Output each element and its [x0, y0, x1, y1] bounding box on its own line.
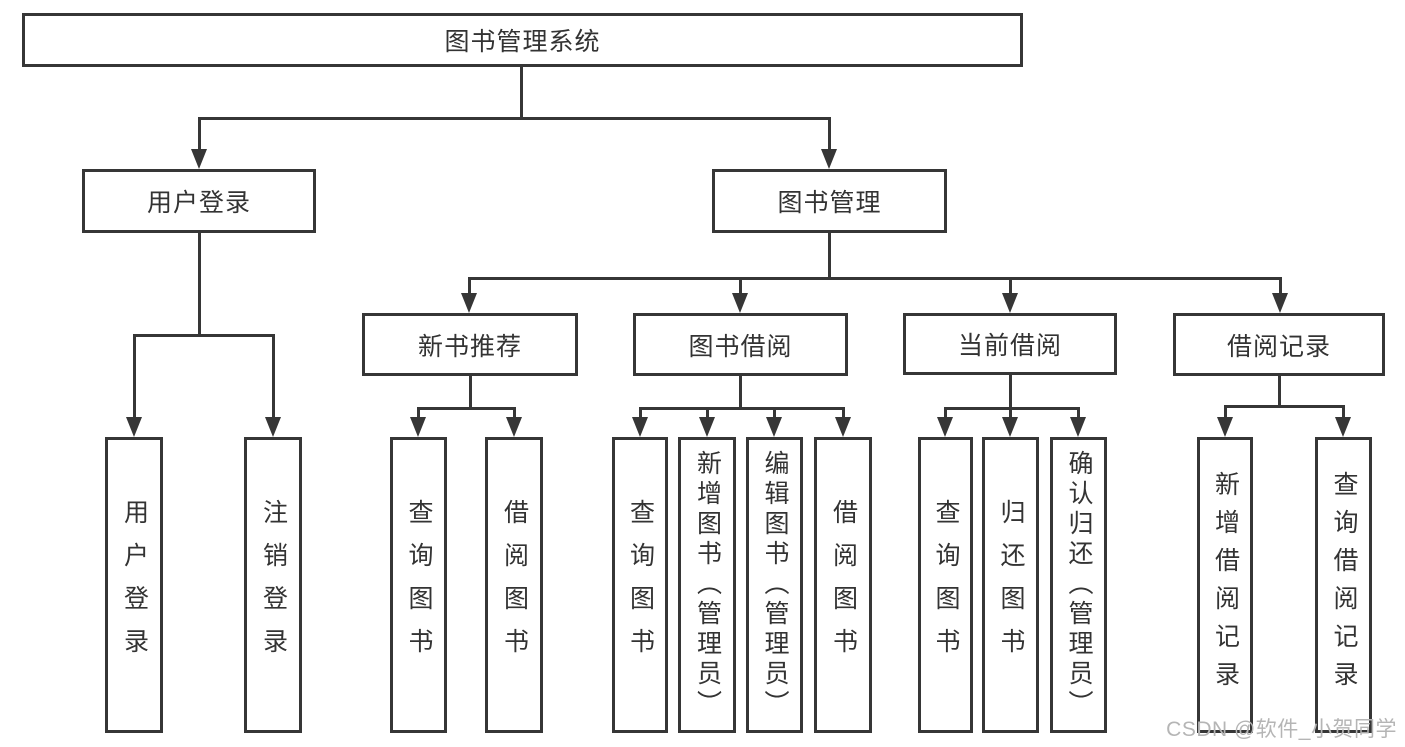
- leaf-query-books-current: 查询图书: [918, 437, 973, 733]
- csdn-watermark: CSDN @软件_小贺同学: [1166, 718, 1397, 741]
- connector-leaf-login-drop: [133, 334, 136, 420]
- connector-book-mgmt-stub: [828, 233, 831, 280]
- arrowhead-borrow-records: [1272, 293, 1288, 313]
- leaf-logout-label: 注销登录: [259, 499, 288, 671]
- arrowhead-leaf-d1: [937, 417, 953, 437]
- leaf-edit-books-admin: 编辑图书（管理员）: [746, 437, 803, 733]
- node-borrowing-records: 借阅记录: [1173, 313, 1385, 376]
- leaf-borrow-books: 借阅图书: [814, 437, 872, 733]
- node-user-login: 用户登录: [82, 169, 316, 233]
- leaf-query-books-recommend-label: 查询图书: [405, 499, 433, 671]
- connector-leaf-b2-drop: [513, 407, 516, 420]
- leaf-confirm-return-admin: 确认归还（管理员）: [1050, 437, 1107, 733]
- arrowhead-user-login: [191, 149, 207, 169]
- connector-book-borrow-stub: [739, 376, 742, 410]
- node-library-management-system: 图书管理系统: [22, 13, 1023, 67]
- arrowhead-leaf-e2: [1335, 417, 1351, 437]
- node-book-borrowing: 图书借阅: [633, 313, 848, 376]
- leaf-add-books-admin-label: 新增图书（管理员）: [693, 450, 722, 720]
- arrowhead-book-borrow: [732, 293, 748, 313]
- arrowhead-leaf-c1: [632, 417, 648, 437]
- node-new-book-recommend: 新书推荐: [362, 313, 578, 376]
- connector-user-login-branch: [133, 334, 275, 337]
- arrowhead-leaf-c3: [766, 417, 782, 437]
- connector-borrow-records-drop: [1279, 277, 1282, 296]
- connector-borrow-records-branch: [1224, 405, 1345, 408]
- arrowhead-leaf-logout: [265, 417, 281, 437]
- leaf-add-borrow-record-label: 新增借阅记录: [1211, 471, 1240, 699]
- connector-current-borrow-branch: [944, 407, 1080, 410]
- arrowhead-leaf-c2: [699, 417, 715, 437]
- leaf-query-borrow-record-label: 查询借阅记录: [1330, 471, 1358, 699]
- leaf-edit-books-admin-label: 编辑图书（管理员）: [761, 450, 789, 720]
- leaf-borrow-books-label: 借阅图书: [829, 499, 858, 671]
- connector-root-stub: [520, 67, 523, 120]
- connector-leaf-d1-drop: [944, 407, 947, 420]
- connector-leaf-d2-drop: [1009, 407, 1012, 420]
- leaf-borrow-books-recommend: 借阅图书: [485, 437, 543, 733]
- leaf-add-borrow-record: 新增借阅记录: [1197, 437, 1253, 733]
- connector-leaf-c2-drop: [706, 407, 709, 420]
- leaf-query-books-borrowing-label: 查询图书: [626, 499, 655, 671]
- leaf-return-books: 归还图书: [982, 437, 1039, 733]
- connector-leaf-e1-drop: [1224, 405, 1227, 420]
- connector-leaf-c3-drop: [773, 407, 776, 420]
- leaf-confirm-return-admin-label: 确认归还（管理员）: [1065, 450, 1093, 720]
- arrowhead-leaf-e1: [1217, 417, 1233, 437]
- arrowhead-current-borrow: [1002, 293, 1018, 313]
- arrowhead-leaf-b1: [410, 417, 426, 437]
- leaf-query-borrow-record: 查询借阅记录: [1315, 437, 1372, 733]
- leaf-user-login: 用户登录: [105, 437, 163, 733]
- arrowhead-book-mgmt: [821, 149, 837, 169]
- node-current-borrowing: 当前借阅: [903, 313, 1117, 375]
- leaf-query-books-current-label: 查询图书: [932, 499, 960, 671]
- arrowhead-leaf-login: [126, 417, 142, 437]
- connector-book-borrow-drop: [739, 277, 742, 296]
- arrowhead-leaf-c4: [835, 417, 851, 437]
- leaf-borrow-books-recommend-label: 借阅图书: [500, 499, 529, 671]
- connector-level1-branch: [198, 117, 831, 120]
- connector-book-borrow-branch: [639, 407, 845, 410]
- connector-level2-branch: [468, 277, 1282, 280]
- connector-user-login-stub: [198, 233, 201, 337]
- connector-borrow-records-stub: [1278, 376, 1281, 408]
- arrowhead-leaf-d2: [1002, 417, 1018, 437]
- connector-leaf-c4-drop: [842, 407, 845, 420]
- connector-leaf-d3-drop: [1077, 407, 1080, 420]
- leaf-query-books-recommend: 查询图书: [390, 437, 447, 733]
- leaf-user-login-label: 用户登录: [120, 499, 149, 671]
- connector-new-book-branch: [417, 407, 516, 410]
- connector-current-borrow-drop: [1009, 277, 1012, 296]
- connector-new-book-stub: [469, 376, 472, 410]
- connector-leaf-e2-drop: [1342, 405, 1345, 420]
- arrowhead-new-book: [461, 293, 477, 313]
- connector-new-book-drop: [468, 277, 471, 296]
- connector-leaf-logout-drop: [272, 334, 275, 420]
- leaf-add-books-admin: 新增图书（管理员）: [678, 437, 736, 733]
- leaf-logout: 注销登录: [244, 437, 302, 733]
- connector-leaf-b1-drop: [417, 407, 420, 420]
- leaf-query-books-borrowing: 查询图书: [612, 437, 668, 733]
- connector-book-mgmt-drop: [828, 117, 831, 152]
- connector-leaf-c1-drop: [639, 407, 642, 420]
- arrowhead-leaf-d3: [1070, 417, 1086, 437]
- connector-current-borrow-stub: [1009, 375, 1012, 410]
- leaf-return-books-label: 归还图书: [997, 499, 1025, 671]
- connector-user-login-drop: [198, 117, 201, 152]
- arrowhead-leaf-b2: [506, 417, 522, 437]
- node-book-management: 图书管理: [712, 169, 947, 233]
